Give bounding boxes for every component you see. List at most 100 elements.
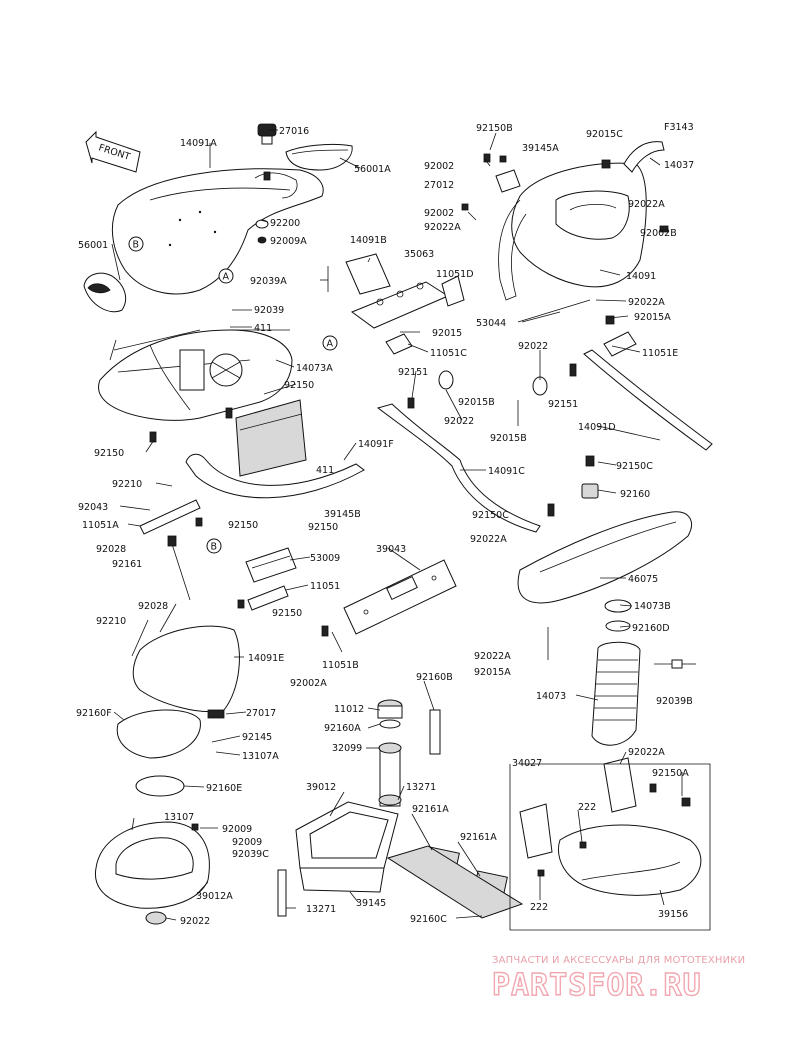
label-92022a2: 92022A <box>424 222 461 233</box>
filler-assembly <box>377 699 403 807</box>
label-92210b: 92210 <box>96 616 126 627</box>
circle-marker-b1: B <box>128 236 144 252</box>
circle-marker-b2: B <box>206 538 222 554</box>
label-92022a4: 92022A <box>628 297 665 308</box>
label-92210a: 92210 <box>112 479 142 490</box>
label-39145a: 39145A <box>522 143 559 154</box>
label-222b: 222 <box>530 902 548 913</box>
gasket-92160f <box>116 709 201 759</box>
label-92022a3: 92022A <box>628 199 665 210</box>
label-27016: 27016 <box>279 126 309 137</box>
label-92022c: 92022 <box>180 916 210 927</box>
label-92039a: 92039A <box>250 276 287 287</box>
watermark: ЗАПЧАСТИ И АКСЕССУАРЫ ДЛЯ МОТОТЕХНИКИ PA… <box>491 955 745 1004</box>
side-trim-14091c <box>376 403 541 533</box>
label-11012: 11012 <box>334 704 364 715</box>
label-92161a1: 92161A <box>412 804 449 815</box>
label-14091a: 14091A <box>180 138 217 149</box>
label-34027: 34027 <box>512 758 542 769</box>
bolts <box>149 153 691 877</box>
label-92150e: 92150 <box>272 608 302 619</box>
bracket-11051 <box>247 585 289 611</box>
trim-strip-39145b <box>185 453 365 499</box>
storage-bin-39012a <box>94 821 210 925</box>
label-92150a: 92150 <box>284 380 314 391</box>
strut <box>167 535 191 601</box>
label-92015a2: 92015A <box>634 312 671 323</box>
label-14091d: 14091D <box>578 422 616 433</box>
step-46075 <box>517 483 692 604</box>
label-92200: 92200 <box>270 218 300 229</box>
label-92150d: 92150 <box>308 522 338 533</box>
strip-13271 <box>277 869 287 917</box>
label-14091f: 14091F <box>358 439 394 450</box>
label-92160b: 92160B <box>416 672 453 683</box>
label-92043: 92043 <box>78 502 108 513</box>
label-13271a: 13271 <box>406 782 436 793</box>
label-92150b1: 92150B <box>476 123 513 134</box>
label-14091b: 14091B <box>350 235 387 246</box>
label-92002b: 92002 <box>424 208 454 219</box>
long-trim-14091d <box>583 349 713 451</box>
lens-56001 <box>83 272 127 313</box>
label-11051b: 11051B <box>322 660 359 671</box>
label-92022a6: 92022A <box>474 651 511 662</box>
label-92015b2: 92015B <box>490 433 527 444</box>
duct-14073 <box>591 599 641 746</box>
handle-39156 <box>519 757 702 896</box>
label-14073a: 14073A <box>296 363 333 374</box>
label-92009a: 92009A <box>270 236 307 247</box>
washer-92022 <box>438 370 548 396</box>
label-92039b: 92039B <box>656 696 693 707</box>
label-92022a5: 92022A <box>470 534 507 545</box>
diagram-code: F3143 <box>664 122 694 133</box>
part-labels: 14091A 27016 56001A 92200 92009A 56001 9… <box>76 123 694 927</box>
inner-panel <box>235 399 307 477</box>
label-92015a1: 92015 <box>432 328 462 339</box>
label-92160d: 92160D <box>632 623 670 634</box>
label-92160: 92160 <box>620 489 650 500</box>
label-56001: 56001 <box>78 240 108 251</box>
marker-text: B <box>133 240 140 251</box>
label-14073b: 14073B <box>634 601 671 612</box>
label-92161: 92161 <box>112 559 142 570</box>
watermark-subtitle: ЗАПЧАСТИ И АКСЕССУАРЫ ДЛЯ МОТОТЕХНИКИ <box>492 955 745 966</box>
strip-92160b <box>429 709 441 755</box>
gasket-92160e <box>135 775 185 797</box>
frame-39012 <box>295 801 399 893</box>
label-39145: 39145 <box>356 898 386 909</box>
label-92022a7: 92022A <box>628 747 665 758</box>
label-92002a: 92002 <box>424 161 454 172</box>
label-56001a: 56001A <box>354 164 391 175</box>
label-14091c: 14091C <box>488 466 525 477</box>
label-39012: 39012 <box>306 782 336 793</box>
label-92150c3: 92150C <box>472 510 509 521</box>
label-13271b: 13271 <box>306 904 336 915</box>
lens-56001a <box>285 143 353 171</box>
label-53044: 53044 <box>476 318 506 329</box>
circle-marker-a1: A <box>218 268 234 284</box>
bracket-27012 <box>495 169 521 193</box>
label-92151a: 92151 <box>398 367 428 378</box>
bracket-14091b <box>345 253 450 329</box>
label-46075: 46075 <box>628 574 658 585</box>
label-13107: 13107 <box>164 812 194 823</box>
label-92028b: 92028 <box>138 601 168 612</box>
hood-cover-14091a <box>111 168 324 295</box>
circle-marker-a2: A <box>322 335 338 351</box>
label-411a: 411 <box>254 323 272 334</box>
visor-14037 <box>623 141 665 173</box>
mat-92160c <box>386 845 524 919</box>
label-11051c: 11051C <box>430 348 467 359</box>
lid-14091e <box>132 625 240 719</box>
label-92150a2: 92150A <box>652 768 689 779</box>
label-14037: 14037 <box>664 160 694 171</box>
label-92002a2: 92002A <box>290 678 327 689</box>
label-92160c: 92160C <box>410 914 447 925</box>
label-92150c2: 92150C <box>616 461 653 472</box>
label-14091e: 14091E <box>248 653 284 664</box>
label-92150b: 92150 <box>94 448 124 459</box>
latch-53009 <box>245 547 297 583</box>
